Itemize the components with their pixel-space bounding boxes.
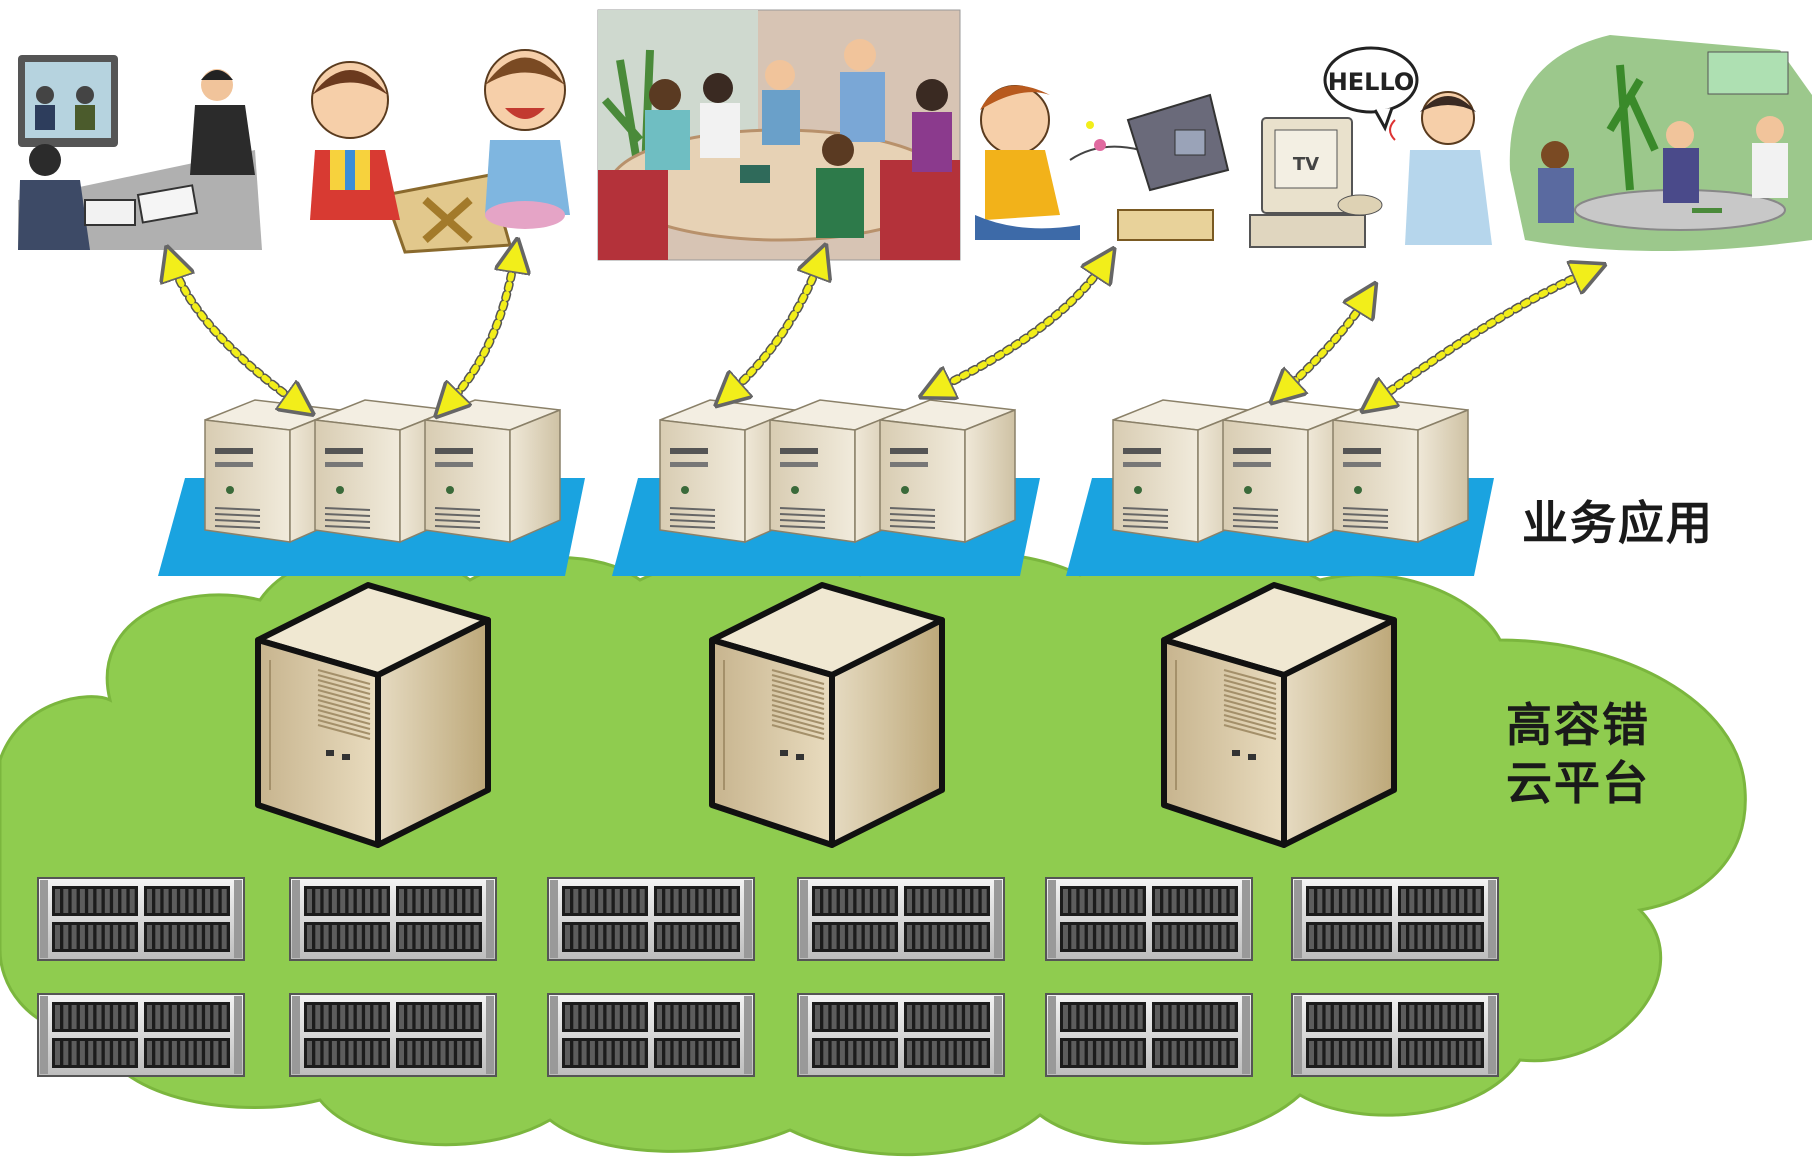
storage-unit: [797, 877, 1005, 961]
arrow-2: [447, 255, 515, 405]
storage-unit: [1045, 877, 1253, 961]
app-server: [879, 399, 1016, 544]
arrow-4: [935, 262, 1105, 390]
server-group-2: [659, 399, 1016, 544]
scene-video-conference: [18, 55, 262, 250]
storage-unit: [37, 877, 245, 961]
cloud-platform-label: 高容错 云平台: [1506, 696, 1650, 812]
arrow-6: [1375, 271, 1590, 402]
arrow-3: [728, 260, 820, 395]
storage-unit: [1291, 877, 1499, 961]
app-server: [424, 399, 561, 544]
scene-children-game: [310, 49, 570, 254]
connection-arrows: [172, 255, 1590, 405]
storage-arrays: [37, 877, 1499, 1077]
arrow-1: [172, 262, 300, 405]
cloud-tower-1: [255, 582, 491, 848]
server-group-3: [1112, 399, 1469, 544]
app-server: [1332, 399, 1469, 544]
cloud-label-line1: 高容错: [1506, 698, 1650, 752]
scene-office-discussion: [1509, 35, 1812, 251]
scene-hello-computer: TV HELLO: [1249, 46, 1492, 248]
business-app-servers: [204, 399, 1469, 544]
cloud-tower-3: [1161, 582, 1397, 848]
storage-unit: [1291, 993, 1499, 1077]
storage-unit: [547, 877, 755, 961]
cloud-label-line2: 云平台: [1506, 756, 1650, 810]
hello-bubble-text: HELLO: [1328, 68, 1415, 96]
business-app-label: 业务应用: [1522, 496, 1714, 550]
scene-business-meeting: [597, 9, 961, 261]
monitor-text: TV: [1293, 154, 1319, 175]
cloud-tower-servers: [255, 582, 1397, 848]
storage-unit: [289, 993, 497, 1077]
cloud-tower-2: [709, 582, 945, 848]
storage-unit: [37, 993, 245, 1077]
storage-unit: [1045, 993, 1253, 1077]
storage-unit: [547, 993, 755, 1077]
storage-unit: [797, 993, 1005, 1077]
scene-kid-gaming: [975, 85, 1230, 241]
server-group-1: [204, 399, 561, 544]
storage-unit: [289, 877, 497, 961]
